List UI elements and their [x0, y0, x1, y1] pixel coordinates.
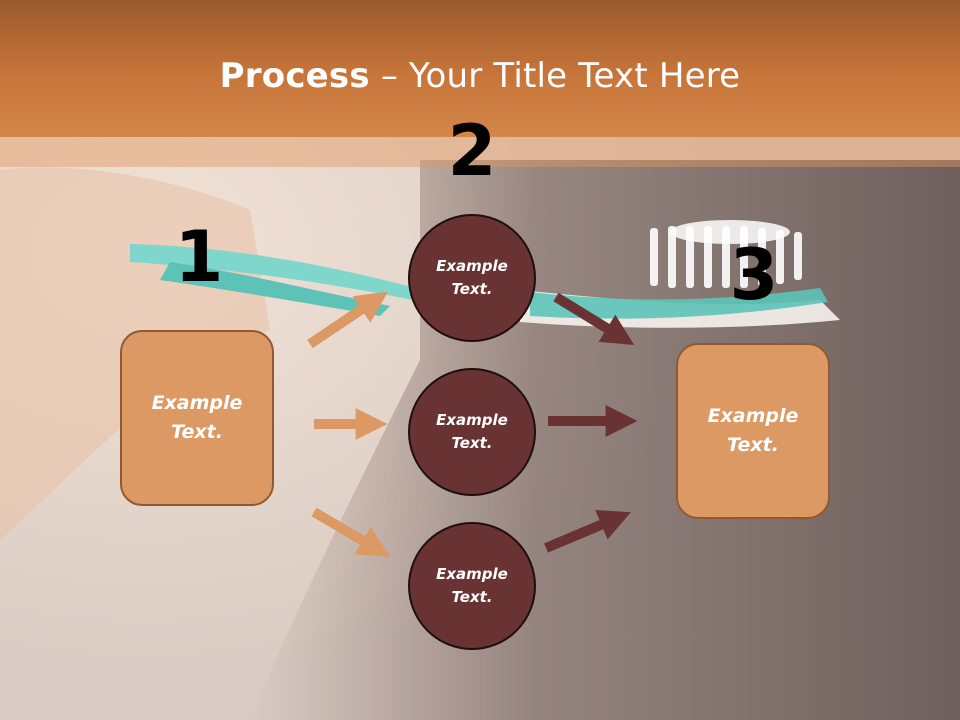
title-bold: Process [219, 56, 370, 96]
arrow-circle-top-to-box3 [553, 292, 635, 346]
title-band-fade [0, 137, 960, 167]
arrow-box1-to-circle-top [307, 291, 388, 349]
step-2-circle-bottom-text: Example Text. [436, 565, 508, 606]
step-number-3: 3 [729, 234, 779, 316]
step-3-box-text: Example Text. [707, 405, 799, 456]
step-2-circle-top-text: Example Text. [436, 257, 508, 298]
step-1-box: Example Text. [120, 330, 274, 506]
step-3-box: Example Text. [676, 343, 830, 519]
step-1-box-text: Example Text. [151, 392, 243, 443]
step-number-2: 2 [447, 110, 497, 192]
slide-title: Process – Your Title Text Here [0, 54, 960, 98]
step-2-circle-bottom: Example Text. [408, 522, 536, 650]
title-band [0, 0, 960, 137]
step-number-1: 1 [174, 216, 224, 298]
step-2-circle-middle: Example Text. [408, 368, 536, 496]
arrow-circle-bottom-to-box3 [544, 509, 631, 553]
arrow-box1-to-circle-bottom [311, 507, 391, 557]
step-2-circle-top: Example Text. [408, 214, 536, 342]
title-rest: Your Title Text Here [409, 56, 741, 96]
title-dash: – [369, 56, 410, 96]
step-2-circle-middle-text: Example Text. [436, 411, 508, 452]
